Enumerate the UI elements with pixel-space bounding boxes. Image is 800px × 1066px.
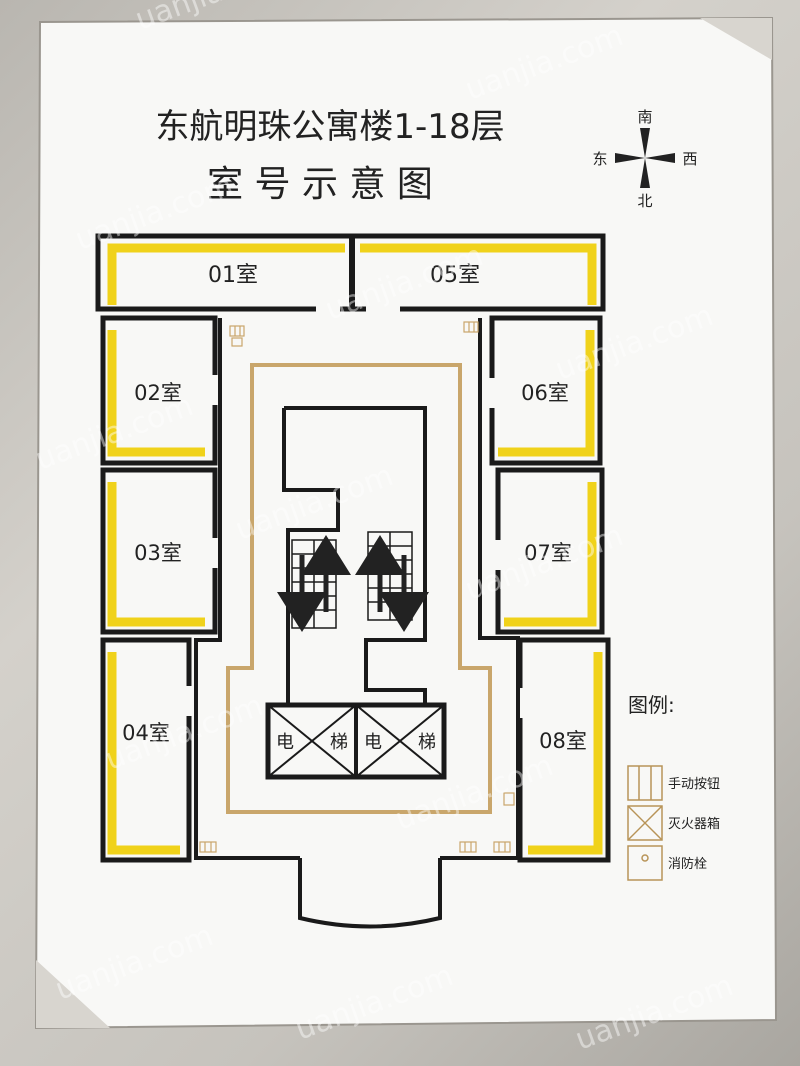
compass-south: 南	[637, 108, 652, 126]
room-label-03: 03室	[134, 541, 182, 565]
room-label-04: 04室	[122, 721, 170, 745]
outer-walls	[95, 233, 606, 312]
room-label-07: 07室	[524, 541, 572, 565]
room-label-08: 08室	[539, 729, 587, 753]
right-rooms	[484, 315, 611, 863]
stair-core	[282, 406, 427, 705]
stair-arrows	[277, 535, 429, 632]
corridor-walls	[194, 318, 520, 929]
elevator-2-char-2: 梯	[418, 732, 436, 753]
legend-manual-button-label: 手动按钮	[668, 777, 720, 792]
room-label-01: 01室	[208, 263, 258, 288]
compass-east: 东	[592, 150, 607, 168]
legend-fire-extinguisher-label: 灭火器箱	[668, 816, 720, 832]
compass-icon	[615, 128, 675, 188]
legend-fire-extinguisher-icon	[627, 805, 663, 841]
room-label-06: 06室	[521, 381, 569, 405]
manual-button-icon	[199, 321, 511, 853]
legend-title: 图例:	[628, 693, 675, 717]
room-label-02: 02室	[134, 381, 182, 405]
compass-west: 西	[682, 150, 697, 168]
elevator-1-char-2: 梯	[330, 732, 348, 753]
title-line-2: 室 号 示 意 图	[207, 164, 433, 205]
legend-fire-hydrant-icon	[627, 845, 663, 881]
title-line-1: 东航明珠公寓楼1-18层	[155, 107, 504, 147]
legend-fire-hydrant-label: 消防栓	[668, 856, 707, 872]
fire-hydrant-icon	[231, 337, 515, 806]
evacuation-route	[226, 363, 492, 814]
top-room-yellow-bands	[107, 243, 597, 305]
elevator-bank	[265, 702, 447, 780]
elevator-2-char-1: 电	[364, 732, 382, 753]
compass-north: 北	[637, 192, 652, 210]
elevator-1-char-1: 电	[276, 732, 294, 753]
room-label-05: 05室	[430, 263, 480, 288]
legend-manual-button-icon	[627, 765, 663, 801]
left-rooms	[100, 315, 220, 863]
